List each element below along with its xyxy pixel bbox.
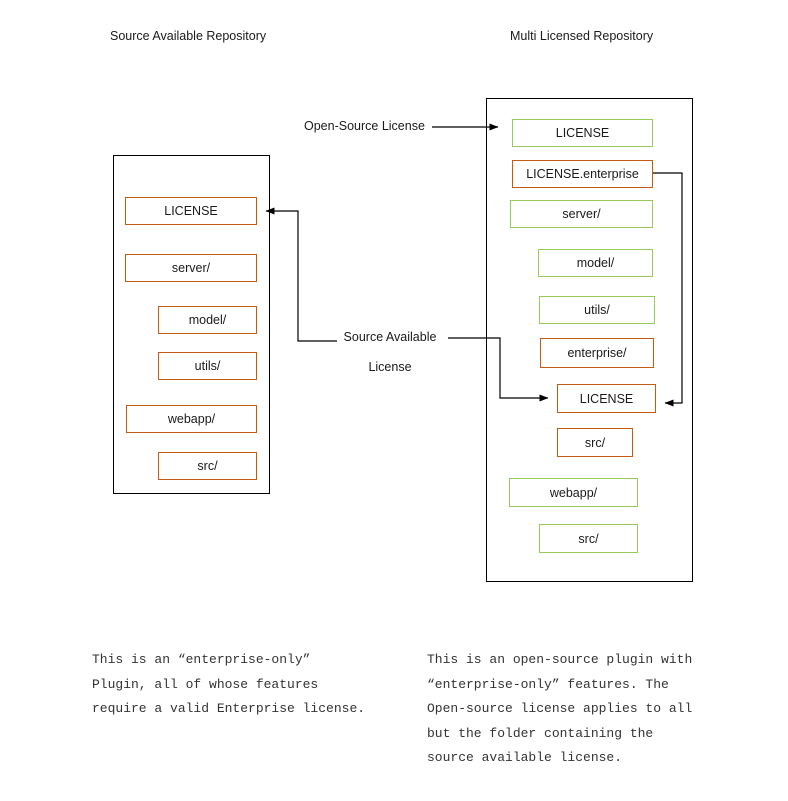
source-available-to-left-license-arrow [265, 207, 337, 342]
left-box-webapp: webapp/ [126, 405, 257, 433]
right-box-src: src/ [539, 524, 638, 553]
open-source-license-label: Open-Source License [304, 119, 425, 133]
right-box-utils: utils/ [539, 296, 655, 324]
left-repo-note: This is an “enterprise-only” Plugin, all… [92, 652, 366, 716]
right-box-enterprise-folder: enterprise/ [540, 338, 654, 368]
left-box-src: src/ [158, 452, 257, 480]
left-repo-container [113, 155, 270, 494]
source-available-label-line2: License [368, 360, 412, 374]
right-box-model: model/ [538, 249, 653, 277]
right-repo-container [486, 98, 693, 582]
right-box-license-enterprise: LICENSE.enterprise [512, 160, 653, 188]
left-box-license: LICENSE [125, 197, 257, 225]
right-repo-note: This is an open-source plugin with “ente… [427, 652, 693, 765]
right-box-webapp: webapp/ [509, 478, 638, 507]
source-available-label-line1: Source Available [343, 330, 437, 344]
left-repo-title: Source Available Repository [110, 29, 267, 43]
left-box-utils: utils/ [158, 352, 257, 380]
left-box-model: model/ [158, 306, 257, 334]
left-box-server: server/ [125, 254, 257, 282]
right-box-server: server/ [510, 200, 653, 228]
right-box-src-enterprise: src/ [557, 428, 633, 457]
right-repo-title: Multi Licensed Repository [510, 29, 654, 43]
right-box-license-source-available: LICENSE [557, 384, 656, 413]
right-box-license-root: LICENSE [512, 119, 653, 147]
